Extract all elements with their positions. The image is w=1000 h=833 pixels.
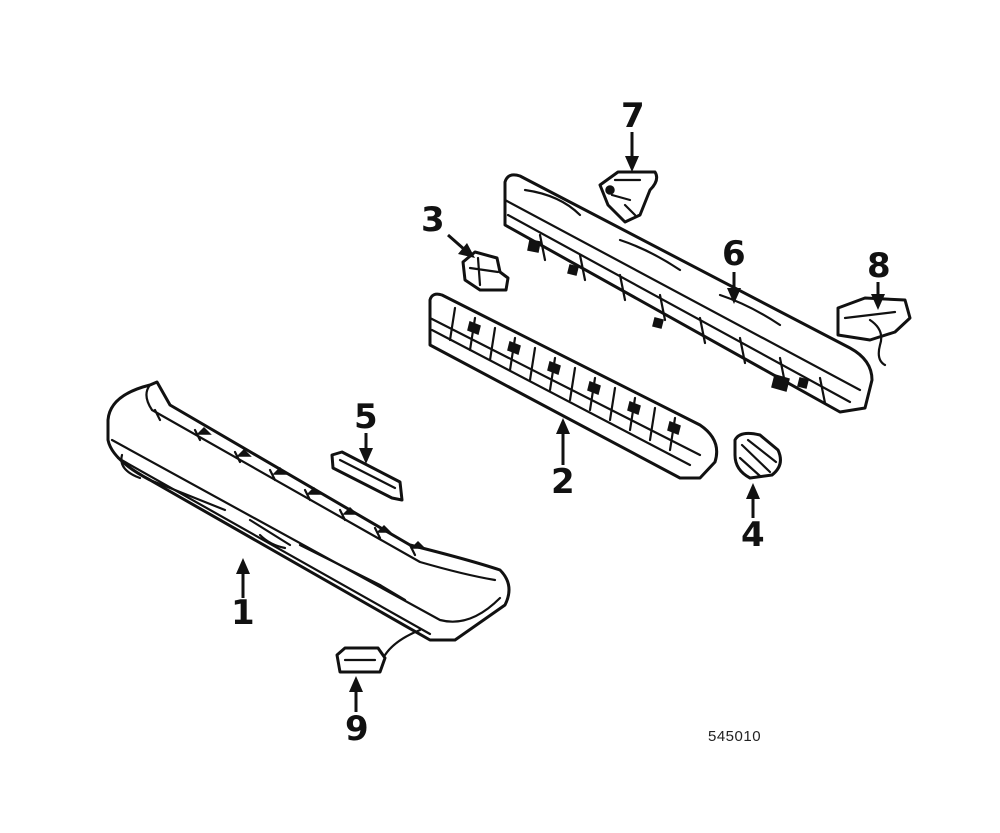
callout-9: 9 [345, 709, 369, 749]
part-3-bracket [461, 250, 510, 292]
callout-arrows [236, 132, 885, 712]
part-8-bracket [836, 296, 912, 367]
part-2-grille [428, 292, 719, 480]
part-5-plate-bracket [330, 450, 404, 502]
part-7-bracket [598, 170, 659, 224]
callout-7: 7 [621, 96, 645, 136]
callout-5: 5 [354, 397, 378, 437]
callout-2: 2 [551, 462, 575, 502]
callout-3: 3 [421, 200, 445, 240]
part-9-marker-lamp [335, 628, 422, 674]
part-4-lamp [733, 431, 782, 480]
diagram-reference-code: 545010 [708, 728, 762, 745]
callout-8: 8 [867, 246, 891, 286]
callout-6: 6 [722, 234, 746, 274]
part-6-reinforcement [503, 173, 874, 414]
part-1-bumper-cover [106, 380, 511, 642]
callout-4: 4 [741, 515, 765, 555]
callout-1: 1 [231, 593, 255, 633]
